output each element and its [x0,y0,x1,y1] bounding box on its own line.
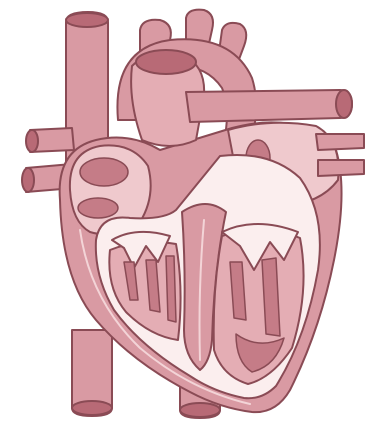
superior-vena-cava-opening [66,13,108,27]
right-pulmonary-vein-upper-opening [26,130,38,152]
left-pulmonary-vein-upper [316,134,364,150]
descending-aorta-opening [180,403,220,417]
pulmonary-artery-branch-opening [336,90,352,118]
left-pulmonary-vein-lower [318,160,364,176]
right-atrium-inner-lower [78,198,118,218]
inferior-vena-cava-opening [72,401,112,415]
rv-papillary-muscle-3 [166,256,176,322]
right-pulmonary-vein-lower-opening [22,168,34,192]
right-atrium-inner [80,158,128,186]
pulmonary-artery-branch [186,90,352,122]
pulmonary-trunk-opening [136,50,196,74]
